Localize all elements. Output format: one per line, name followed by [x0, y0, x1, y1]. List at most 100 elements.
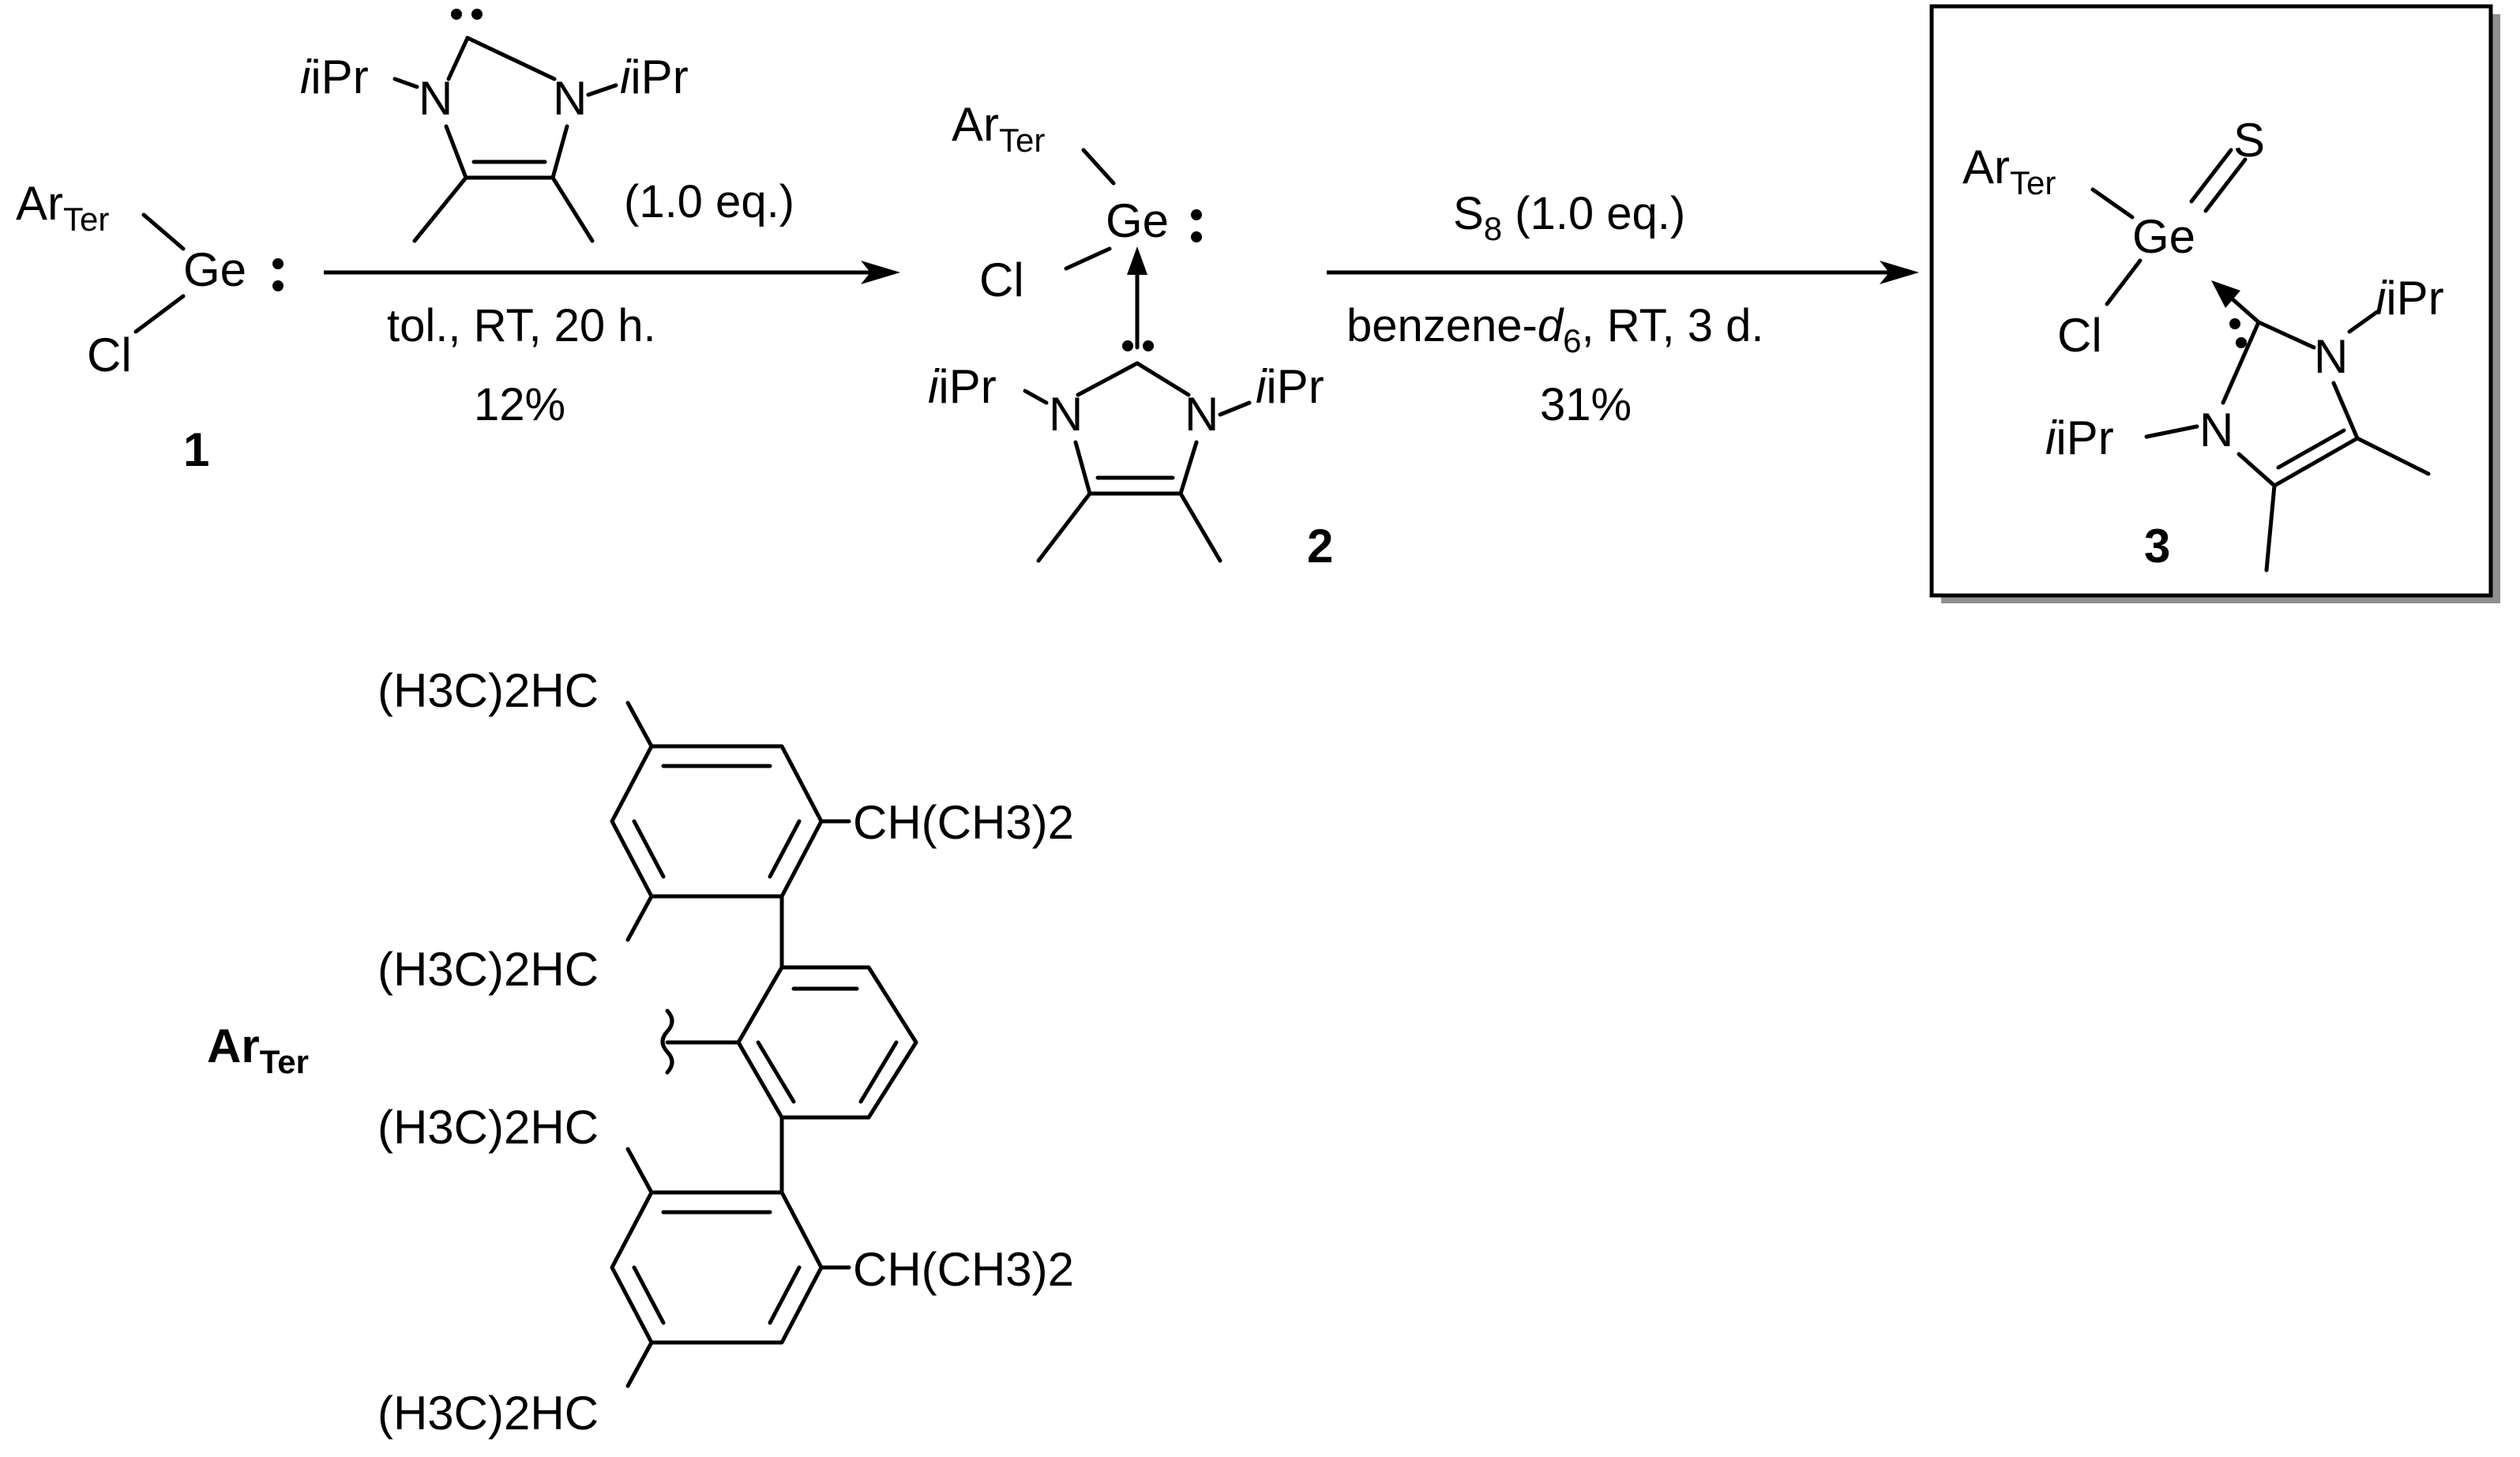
- ge-s-double-bond: [2189, 148, 2233, 204]
- compound-number: 2: [1307, 520, 1333, 573]
- ge-cl-bond: [133, 294, 186, 334]
- isopropyl-lower-right: CH(CH3)2: [853, 1243, 1074, 1296]
- ring-bond: [1073, 440, 1092, 496]
- arrow-head: [1880, 261, 1919, 284]
- ipr-n-bond: [392, 77, 419, 89]
- compound-number: 1: [183, 423, 209, 476]
- ring-bond: [446, 36, 470, 81]
- box-frame: [1929, 4, 2493, 598]
- solvent-deuterium: d: [1538, 300, 1564, 351]
- isopropyl-upper-top: (H3C)2HC: [377, 664, 599, 717]
- ring-double-bond: [768, 819, 802, 879]
- ipr-n-bond: [1023, 389, 1049, 405]
- compound-3-box: ArTer Ge S Cl N iiPr N iiPr 3: [1929, 4, 2500, 603]
- ring-double-bond: [632, 819, 666, 879]
- lone-pair-dot: [272, 280, 284, 291]
- step2-conditions: , RT, 3 d.: [1581, 300, 1763, 351]
- dative-arrow-head: [1127, 246, 1147, 275]
- carbene-lone-pair-dot: [1143, 340, 1154, 351]
- svg-text:ArTer: ArTer: [207, 1020, 309, 1080]
- ring-bond: [2236, 452, 2277, 488]
- nhc-reagent: iiPr N N iiPr (1.0 eq.): [300, 9, 794, 243]
- ring-bond: [2256, 320, 2316, 350]
- ipr-top-label: iPr: [2386, 272, 2443, 325]
- carbene-lone-pair-dot: [2229, 318, 2240, 329]
- ar-ge-bond: [141, 212, 186, 251]
- solvent-label: benzene-: [1346, 300, 1538, 351]
- ring-bond: [1076, 361, 1140, 397]
- step2-yield: 31%: [1540, 379, 1632, 430]
- ring-double-bond: [632, 1265, 666, 1325]
- ring-bond: [2331, 381, 2360, 441]
- ar-label: Ar: [16, 177, 63, 230]
- step1-yield: 12%: [474, 379, 565, 430]
- carbene-lone-pair-dot: [1122, 340, 1133, 351]
- step1-conditions: tol., RT, 20 h.: [387, 300, 656, 351]
- nitrogen-right: N: [1185, 388, 1219, 441]
- reaction-arrow-2: S8 (1.0 eq.) benzene-d6, RT, 3 d. 31%: [1327, 188, 1919, 430]
- wavy-attachment-line: [660, 1008, 674, 1075]
- methyl-bond: [550, 175, 595, 243]
- solvent-subscript: 6: [1563, 322, 1581, 359]
- svg-text:ArTer: ArTer: [1962, 141, 2056, 201]
- ar-subscript: Ter: [63, 201, 109, 238]
- substituent-bond: [625, 894, 654, 942]
- ring-bond: [1135, 361, 1191, 397]
- ipr-right-label: iPr: [1266, 360, 1324, 413]
- methyl-bond: [1036, 491, 1092, 563]
- svg-text:benzene-d6, RT, 3 d.: benzene-d6, RT, 3 d.: [1346, 300, 1764, 359]
- ring-double-bond: [756, 1040, 796, 1104]
- substituent-bond: [625, 700, 654, 749]
- ge-cl-bond: [2105, 258, 2143, 306]
- carbene-lone-pair-dot: [2236, 337, 2247, 348]
- ring-bond: [1178, 440, 1199, 496]
- ring-double-bond: [2276, 428, 2346, 470]
- ar-subscript: Ter: [2010, 164, 2056, 201]
- ar-subscript: Ter: [999, 122, 1045, 159]
- sulfur-equivalents: (1.0 eq.): [1502, 188, 1685, 239]
- methyl-bond: [2355, 436, 2431, 476]
- svg-text:ArTer: ArTer: [952, 98, 1045, 159]
- svg-text:iiPr: iiPr: [2375, 272, 2444, 325]
- isopropyl-upper-left: (H3C)2HC: [377, 943, 599, 996]
- ar-ter-label: Ar: [207, 1020, 260, 1072]
- germanium-label: Ge: [183, 243, 246, 296]
- carbene-lone-pair-dot: [451, 9, 462, 20]
- nitrogen-left: N: [2199, 404, 2233, 456]
- n-ipr-bond: [586, 83, 618, 97]
- svg-text:iiPr: iiPr: [300, 51, 369, 103]
- ipr-left-label: iPr: [938, 360, 996, 413]
- svg-text:S8 (1.0 eq.): S8 (1.0 eq.): [1453, 188, 1685, 247]
- ar-label: Ar: [1962, 141, 2010, 193]
- lone-pair-dot: [1191, 209, 1202, 220]
- sulfur-label: S: [2233, 114, 2265, 167]
- svg-text:ArTer: ArTer: [16, 177, 109, 238]
- ring-bond: [465, 36, 557, 81]
- ge-cl-bond: [1064, 246, 1112, 271]
- isopropyl-upper-right: CH(CH3)2: [853, 796, 1074, 849]
- svg-text:iiPr: iiPr: [1256, 360, 1324, 413]
- nhc-equivalents: (1.0 eq.): [624, 176, 794, 227]
- ar-ter-subscript: Ter: [260, 1043, 309, 1080]
- lone-pair-dot: [1191, 231, 1202, 242]
- ring-bond: [2221, 320, 2261, 405]
- ar-ge-bond: [1081, 148, 1116, 186]
- lower-aryl-ring: [610, 1190, 824, 1345]
- upper-aryl-ring: [610, 744, 824, 899]
- nitrogen-right: N: [2314, 330, 2348, 383]
- arrow-head: [861, 261, 900, 284]
- compound-2: ArTer Ge Cl iiPr N N iiPr 2: [928, 98, 1333, 573]
- germanium-label: Ge: [2132, 210, 2195, 263]
- sulfur-reagent: S: [1453, 188, 1484, 239]
- ring-bond: [550, 124, 569, 180]
- ar-ter-structure: ArTer (H3C)2HC CH(CH3)2 (H3C)2HC: [207, 664, 1074, 1440]
- compound-1: ArTer Ge Cl 1: [16, 177, 284, 476]
- ring-double-bond: [858, 1040, 899, 1104]
- n-ipr-bond: [2347, 310, 2379, 334]
- svg-text:iiPr: iiPr: [2045, 411, 2114, 464]
- nitrogen-right: N: [553, 72, 587, 125]
- substituent-bond: [625, 1147, 654, 1195]
- chlorine-label: Cl: [979, 253, 1024, 306]
- chlorine-label: Cl: [87, 329, 132, 381]
- substituent-bond: [625, 1340, 654, 1388]
